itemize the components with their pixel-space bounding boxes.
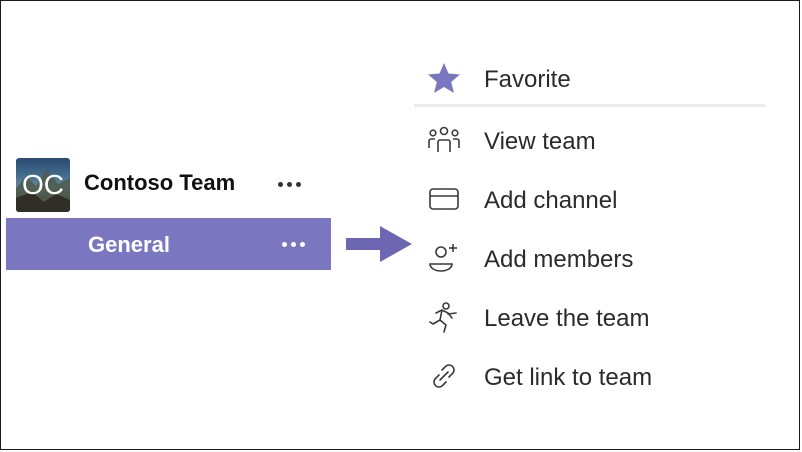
team-icon xyxy=(428,126,460,152)
menu-item-get-link[interactable]: Get link to team xyxy=(414,350,766,402)
pointer-arrow-icon xyxy=(346,226,412,262)
channel-row-general[interactable]: General xyxy=(6,218,331,270)
menu-item-label: Add channel xyxy=(484,187,618,214)
star-icon xyxy=(428,63,460,93)
menu-divider xyxy=(414,104,766,107)
team-avatar: OC xyxy=(16,158,70,212)
menu-item-label: View team xyxy=(484,128,596,155)
menu-item-favorite[interactable]: Favorite xyxy=(414,52,766,104)
avatar-initials: OC xyxy=(22,169,64,200)
menu-item-add-members[interactable]: Add members xyxy=(414,232,766,284)
channel-more-options-icon[interactable] xyxy=(282,242,305,247)
menu-item-label: Leave the team xyxy=(484,305,650,332)
team-more-options-icon[interactable] xyxy=(278,182,301,187)
menu-item-view-team[interactable]: View team xyxy=(414,114,766,166)
add-member-icon xyxy=(429,244,457,272)
channel-name: General xyxy=(88,232,170,257)
team-name: Contoso Team xyxy=(84,170,236,195)
menu-item-label: Add members xyxy=(484,246,634,273)
leave-icon xyxy=(429,302,457,333)
menu-item-add-channel[interactable]: Add channel xyxy=(414,173,766,225)
link-icon xyxy=(433,364,455,388)
menu-item-label: Get link to team xyxy=(484,364,653,391)
team-row[interactable]: OC Contoso Team xyxy=(16,158,316,212)
menu-item-leave-team[interactable]: Leave the team xyxy=(414,291,766,343)
menu-item-label: Favorite xyxy=(484,66,571,93)
channel-icon xyxy=(429,188,459,210)
